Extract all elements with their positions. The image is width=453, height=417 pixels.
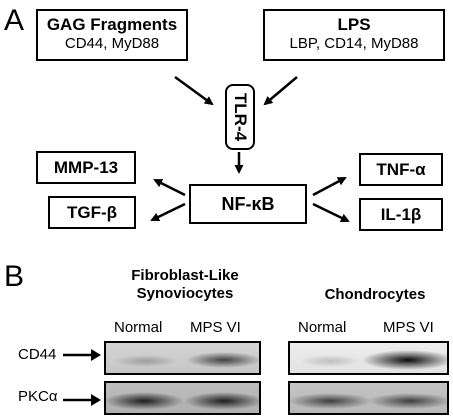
tlr4-box: TLR-4 — [225, 84, 255, 150]
blot-chondro-pkc — [288, 381, 449, 415]
arrow-lps-to-tlr4 — [263, 76, 298, 106]
fibroblast-header-line2: Synoviocytes — [136, 285, 234, 302]
row-arrow-cd44 — [63, 349, 101, 361]
fibroblast-header: Fibroblast-Like Synoviocytes — [110, 267, 260, 303]
fibroblast-header-line1: Fibroblast-Like — [131, 267, 239, 284]
lps-box: LPS LBP, CD14, MyD88 — [263, 9, 445, 61]
lps-sub: LBP, CD14, MyD88 — [289, 35, 419, 52]
chondrocytes-header: Chondrocytes — [300, 286, 450, 304]
group2-col-normal: Normal — [298, 319, 347, 336]
tgfb-label: TGF-β — [66, 202, 118, 222]
nfkb-box: NF-κB — [189, 184, 307, 224]
gag-fragments-sub: CD44, MyD88 — [64, 35, 160, 52]
panel-label-a: A — [4, 4, 25, 37]
tnfa-label: TNF-α — [376, 159, 426, 179]
blot-chondro-cd44 — [288, 341, 449, 375]
chondrocytes-header-text: Chondrocytes — [324, 286, 426, 303]
blot-fls-cd44 — [104, 341, 261, 375]
lps-title: LPS — [337, 15, 371, 34]
gag-fragments-box: GAG Fragments CD44, MyD88 — [36, 9, 188, 61]
row-label-pkc: PKCα — [18, 388, 58, 405]
group2-col-mpsvi: MPS VI — [383, 319, 434, 336]
group1-col-mpsvi: MPS VI — [190, 319, 241, 336]
tnfa-box: TNF-α — [359, 153, 443, 186]
gag-fragments-title: GAG Fragments — [46, 15, 178, 34]
arrow-nfkb-to-mmp13 — [153, 178, 186, 197]
row-label-cd44: CD44 — [18, 346, 57, 363]
il1b-box: IL-1β — [359, 198, 443, 231]
il1b-label: IL-1β — [380, 204, 422, 224]
arrow-nfkb-to-tnfa — [312, 176, 347, 197]
arrow-nfkb-to-il1b — [312, 202, 350, 223]
group1-col-normal: Normal — [114, 319, 163, 336]
mmp13-label: MMP-13 — [53, 157, 119, 177]
nfkb-label: NF-κB — [221, 193, 275, 214]
panel-label-b: B — [4, 260, 25, 293]
tgfb-box: TGF-β — [48, 196, 136, 229]
blot-fls-pkc — [104, 381, 261, 415]
tlr4-label: TLR-4 — [231, 92, 251, 142]
arrow-nfkb-to-tgfb — [150, 202, 186, 222]
mmp13-box: MMP-13 — [36, 151, 136, 184]
arrow-gag-to-tlr4 — [174, 75, 214, 106]
row-arrow-pkc — [63, 394, 101, 406]
